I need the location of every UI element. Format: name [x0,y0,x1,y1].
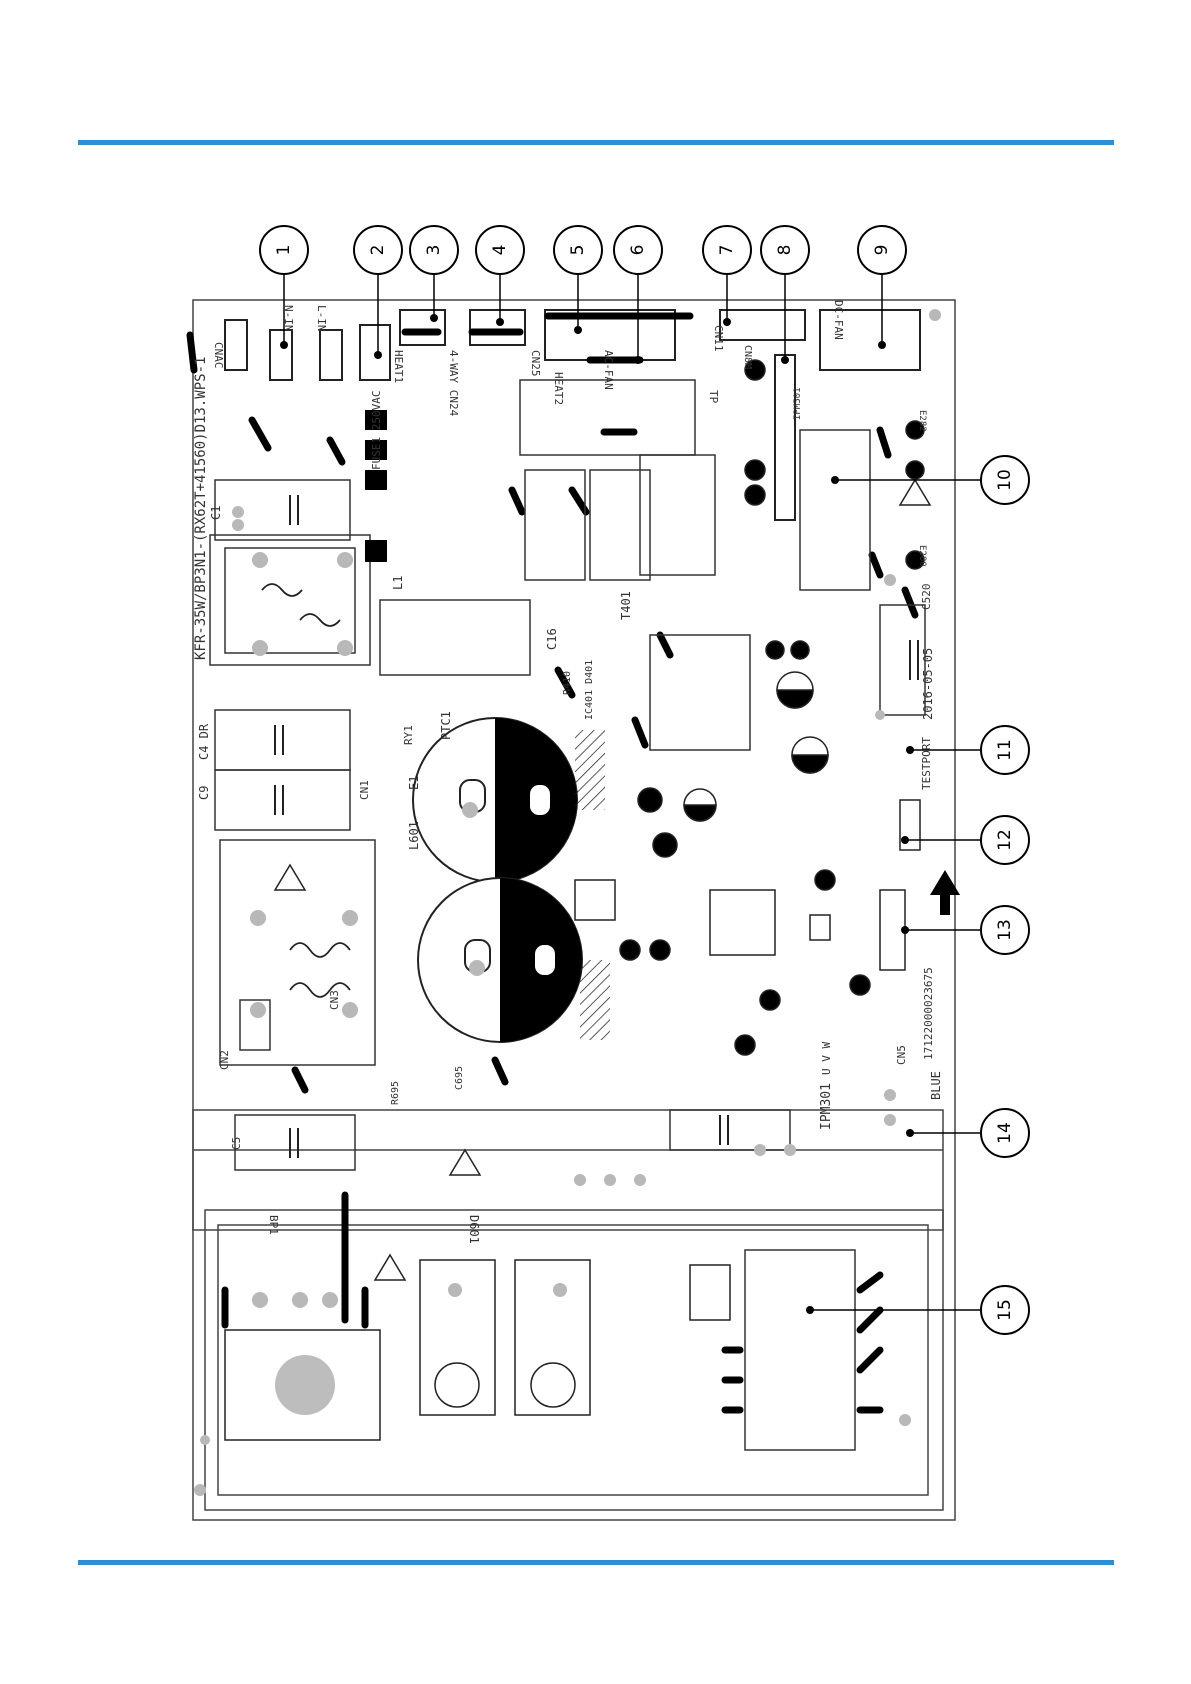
board-outline [192,299,956,1521]
ic-packages [224,799,921,1441]
fuse-block [365,410,387,562]
callout-circle-5 [553,225,603,275]
label-ipm301: IPM301 [819,1083,834,1130]
callout-number-9: 9 [872,245,892,256]
connector-bars [186,312,919,1414]
board-date-label: 2016-05-05 [921,648,935,720]
label-l-in: L-IN [315,305,328,332]
callout-circle-3 [409,225,459,275]
label-r410: R410 [562,671,573,695]
label-4way: 4-WAY CN24 [447,350,460,417]
label-c520: C520 [920,584,933,611]
filter-components [209,379,926,1451]
label-c695: C695 [454,1066,465,1090]
label-ac-fan: AC-FAN [602,350,615,390]
label-testport: TESTPORT [920,737,933,790]
callout-number-13: 13 [995,919,1015,941]
callout-circle-8 [760,225,810,275]
top-rule [78,140,1114,145]
callout-circle-14 [980,1108,1030,1158]
label-e280: E280 [917,545,927,567]
callout-number-3: 3 [424,245,444,256]
label-heat1: HEAT1 [392,350,405,383]
board-model-label: KFR-35W/BP3N1-(RX62T+41560)D13.WPS-1 [193,357,209,660]
label-l601: L601 [407,821,421,850]
callout-circle-2 [353,225,403,275]
bulk-capacitors [412,717,610,1043]
label-c1: C1 [209,506,223,520]
label-e1: E1 [407,776,421,790]
label-cn11: CN11 [712,325,725,352]
callout-number-14: 14 [995,1122,1015,1144]
label-tp: TP [707,390,720,404]
callout-number-1: 1 [274,245,294,256]
label-cn1: CN1 [358,780,371,800]
label-heat2: HEAT2 [552,372,565,405]
callout-number-10: 10 [995,469,1015,491]
label-blue: BLUE [929,1071,943,1100]
label-c4: C4 DR [197,723,211,760]
label-bp1: BP1 [267,1215,280,1235]
silkscreen-labels: KFR-35W/BP3N1-(RX62T+41560)D13.WPS-1 201… [193,300,943,1244]
label-l1: L1 [391,576,405,590]
callout-number-6: 6 [628,245,648,256]
label-c5: C5 [230,1137,243,1150]
arrow-icon [930,870,960,915]
callout-circle-12 [980,815,1030,865]
label-cn25: CN25 [529,350,542,377]
large-round-components [275,1355,576,1415]
label-c16: C16 [545,628,559,650]
label-cnac: CNAC [212,342,225,369]
callout-number-12: 12 [995,829,1015,851]
label-cn2: CN2 [218,1050,231,1070]
label-r695: R695 [390,1081,401,1105]
warning-triangle-icon [273,478,932,1281]
callout-circle-9 [857,225,907,275]
callout-number-8: 8 [775,245,795,256]
bottom-rule [78,1560,1114,1565]
label-ptc1: PTC1 [439,711,453,740]
leader-dots [280,314,914,1314]
callout-number-11: 11 [995,739,1015,761]
inductor-coils [261,583,351,998]
label-fuse: FUSE1 250VAC [370,391,383,470]
label-uvw: U V W [820,1042,833,1075]
label-ipm501: IPM501 [793,387,803,420]
callout-circle-10 [980,455,1030,505]
callout-circle-15 [980,1285,1030,1335]
callout-circle-7 [702,225,752,275]
callout-circle-11 [980,725,1030,775]
label-d601: D601 [467,1215,481,1244]
label-cn5: CN5 [895,1045,908,1065]
solder-pads [194,309,941,1496]
board-serial-label: 17122000023675 [922,967,935,1060]
callout-number-7: 7 [717,245,737,256]
callout-number-5: 5 [568,245,588,256]
small-capacitors [619,359,925,1056]
label-cn8m: CN8M [742,345,753,369]
callout-number-15: 15 [995,1299,1015,1321]
callout-number-2: 2 [368,245,388,256]
label-t401: T401 [619,591,633,620]
label-dc-fan: DC-FAN [832,300,845,340]
leader-lines [283,270,980,1311]
callout-circle-4 [475,225,525,275]
label-cn3: CN3 [328,990,341,1010]
label-ry1: RY1 [402,725,415,745]
capacitor-symbols [274,495,919,1158]
callout-number-4: 4 [490,245,510,256]
label-e282: E282 [917,410,927,432]
callout-circle-6 [613,225,663,275]
label-d401: IC401 D401 [584,660,595,720]
callout-circle-1 [259,225,309,275]
label-c9: C9 [197,786,211,800]
callout-circle-13 [980,905,1030,955]
label-n-in: N-IN [282,305,295,332]
